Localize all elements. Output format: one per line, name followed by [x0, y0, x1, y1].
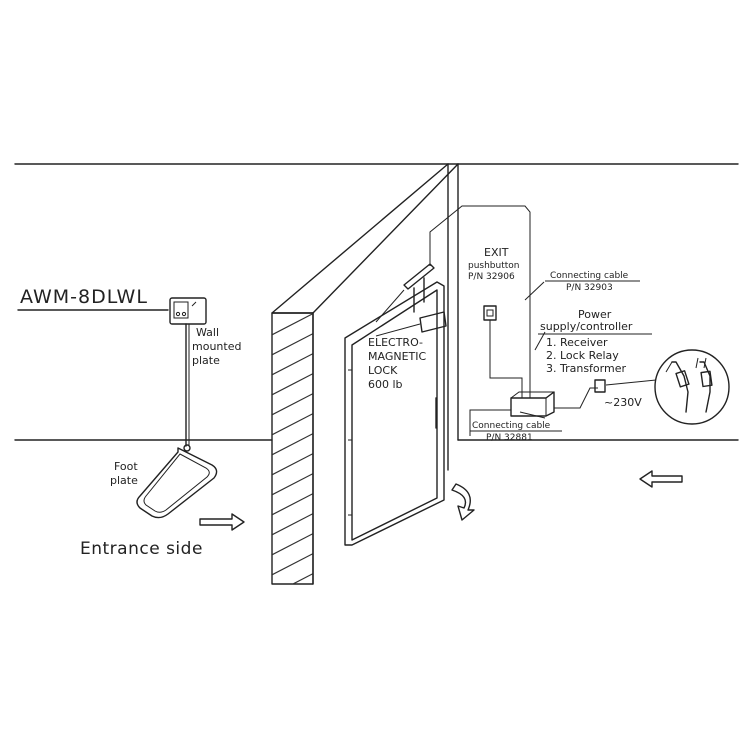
- wall-mounted-plate: [169, 297, 207, 447]
- exit-button-label-1: EXIT: [484, 246, 509, 259]
- door-swing-arrow: [451, 483, 475, 521]
- cable-top-label-1: Connecting cable: [550, 271, 629, 281]
- power-label-1: Power: [578, 308, 612, 321]
- lock-label-1: ELECTRO-: [368, 336, 423, 349]
- exit-direction-arrow: [639, 470, 683, 488]
- exit-pushbutton: [483, 305, 523, 398]
- component-1-label: 1. Receiver: [546, 336, 608, 349]
- lock-wiring: [429, 205, 531, 398]
- power-leader: [534, 331, 546, 351]
- wall-pillar: [271, 163, 459, 585]
- cable-top-leader: [524, 281, 545, 301]
- electromagnetic-lock: [375, 263, 447, 337]
- exit-button-label-3: P/N 32906: [468, 272, 515, 282]
- lock-label-3: LOCK: [368, 364, 398, 377]
- cable-bottom-label-2: P/N 32881: [486, 433, 533, 443]
- voltage-label: ~230V: [604, 396, 642, 409]
- entrance-arrow: [199, 513, 245, 531]
- model-label: AWM-8DLWL: [20, 286, 148, 308]
- wall-plate-label-1: Wall: [196, 326, 219, 339]
- room-outline: [14, 163, 739, 441]
- cable-bottom-label-1: Connecting cable: [472, 421, 551, 431]
- lock-label-2: MAGNETIC: [368, 350, 426, 363]
- door: [344, 281, 445, 546]
- foot-plate: [136, 444, 218, 519]
- cable-top-label-2: P/N 32903: [566, 283, 613, 293]
- entrance-side-label: Entrance side: [80, 539, 203, 559]
- plug-detail: [654, 349, 730, 425]
- foot-plate-label-1: Foot: [114, 460, 138, 473]
- wall-hatching: [272, 313, 313, 584]
- power-supply-box: [469, 379, 606, 436]
- wall-plate-label-2: mounted: [192, 340, 241, 353]
- exit-button-label-2: pushbutton: [468, 261, 520, 271]
- foot-plate-label-2: plate: [110, 474, 138, 487]
- cable-bottom-leader: [519, 411, 546, 419]
- wall-plate-label-3: plate: [192, 354, 220, 367]
- component-2-label: 2. Lock Relay: [546, 349, 619, 362]
- lock-label-4: 600 lb: [368, 378, 403, 391]
- power-label-2: supply/controller: [540, 320, 633, 333]
- plug-leader: [605, 379, 657, 386]
- power-outlet: [594, 379, 606, 393]
- component-3-label: 3. Transformer: [546, 362, 626, 375]
